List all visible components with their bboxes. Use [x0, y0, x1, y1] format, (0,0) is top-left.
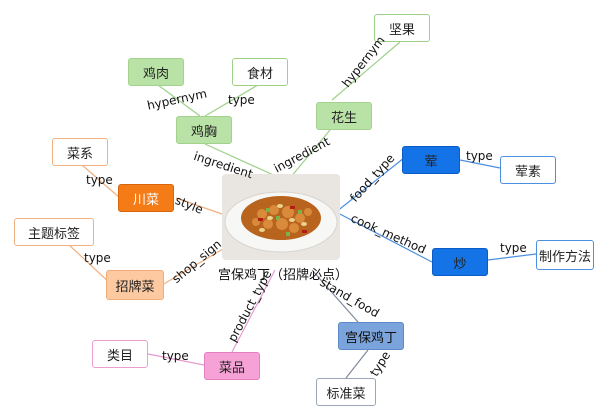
- node-biaozhun-label: 标准菜: [326, 386, 366, 402]
- node-zhizuo-label: 制作方法: [538, 249, 591, 265]
- edge-type-zhuti: [67, 243, 113, 286]
- node-caixi-label: 菜系: [66, 146, 93, 162]
- edge-label-type-hunsu: type: [466, 149, 493, 163]
- node-zhaopai-label: 招牌菜: [115, 279, 155, 295]
- node-chuancai[interactable]: 川菜: [118, 184, 174, 212]
- edge-hypernym-jirou: [157, 84, 201, 117]
- node-caipin[interactable]: 菜品: [204, 352, 260, 380]
- node-jirou[interactable]: 鸡肉: [128, 58, 184, 86]
- node-chao-label: 炒: [453, 256, 467, 272]
- node-chuancai-label: 川菜: [132, 192, 159, 208]
- dish-image: [222, 174, 340, 260]
- edge-food-type: [335, 157, 405, 213]
- edge-style: [175, 197, 223, 215]
- node-biaozhun[interactable]: 标准菜: [316, 378, 376, 406]
- node-xiongrou-label: 鸡胸: [190, 124, 217, 140]
- node-hunsu[interactable]: 荤素: [500, 156, 556, 184]
- edge-type-shicai: [204, 84, 259, 117]
- edge-type-zhizuo: [487, 253, 537, 261]
- edge-type-biaozhun: [345, 349, 369, 379]
- edge-label-type-shicai: type: [228, 93, 255, 107]
- edge-ingredient-xiongrou: [204, 143, 281, 179]
- node-shicai[interactable]: 食材: [232, 58, 288, 86]
- node-xiongrou[interactable]: 鸡胸: [176, 116, 232, 144]
- edge-ingredient-huasheng: [289, 129, 331, 179]
- edge-product-type: [231, 269, 276, 353]
- node-jianguo-label: 坚果: [388, 22, 415, 38]
- node-chao[interactable]: 炒: [432, 248, 488, 276]
- node-hun-label: 荤: [424, 154, 438, 170]
- edge-label-type-leimu: type: [162, 349, 189, 363]
- edge-hypernym-jianguo: [331, 41, 401, 101]
- edge-type-caixi: [81, 164, 121, 199]
- node-gongbao[interactable]: 宫保鸡丁: [338, 322, 404, 350]
- node-caipin-label: 菜品: [218, 360, 245, 376]
- edge-label-type-zhizuo: type: [500, 241, 527, 255]
- node-caixi[interactable]: 菜系: [52, 138, 108, 166]
- node-zhaopai[interactable]: 招牌菜: [106, 270, 164, 300]
- node-hun[interactable]: 荤: [402, 146, 460, 174]
- edge-type-hunsu: [459, 159, 501, 169]
- node-leimu[interactable]: 类目: [92, 340, 148, 368]
- edge-cook-method: [335, 211, 433, 263]
- node-leimu-label: 类目: [106, 348, 133, 364]
- center-node-title: 宫保鸡丁（招牌必点）: [218, 268, 349, 283]
- node-jirou-label: 鸡肉: [142, 66, 169, 82]
- edge-label-type-caixi: type: [86, 173, 113, 187]
- node-huasheng[interactable]: 花生: [316, 102, 372, 130]
- node-jianguo[interactable]: 坚果: [374, 14, 430, 42]
- node-zhuti[interactable]: 主题标签: [14, 218, 94, 246]
- node-huasheng-label: 花生: [330, 110, 357, 126]
- node-zhuti-label: 主题标签: [27, 226, 80, 242]
- node-shicai-label: 食材: [246, 66, 273, 82]
- edge-label-type-zhuti: type: [84, 251, 111, 265]
- node-hunsu-label: 荤素: [514, 164, 541, 180]
- node-zhizuo[interactable]: 制作方法: [536, 240, 594, 270]
- node-gongbao-label: 宫保鸡丁: [344, 330, 397, 346]
- edge-shop-sign: [161, 245, 229, 286]
- edge-type-leimu: [147, 353, 205, 366]
- edge-stand-food: [311, 269, 359, 323]
